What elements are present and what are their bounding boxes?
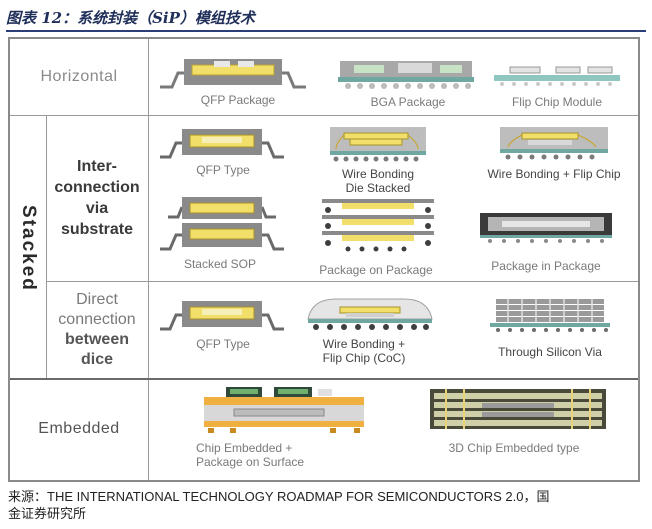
package-on-package-illustration <box>322 199 434 252</box>
caption-package-in-package: Package in Package <box>491 259 601 273</box>
grid-line <box>148 39 149 480</box>
grid-line <box>10 115 638 116</box>
row-label-horizontal: Horizontal <box>40 68 118 85</box>
caption-package-on-package: Package on Package <box>319 263 433 277</box>
stacked-sop-illustration <box>160 197 284 251</box>
caption-wire-bonding-coc: Wire Bonding + Flip Chip (CoC) <box>322 337 406 365</box>
chip-3d-embedded-illustration <box>430 389 606 429</box>
caption-3d-chip-embedded: 3D Chip Embedded type <box>448 441 580 455</box>
sip-technology-table: Horizontal Stacked Inter- connection via… <box>8 37 640 482</box>
caption-through-silicon-via: Through Silicon Via <box>498 345 602 359</box>
qfp-package-illustration <box>160 59 306 89</box>
caption-bga-package: BGA Package <box>370 95 446 109</box>
package-in-package-illustration <box>480 213 612 243</box>
chip-embedded-illustration <box>204 387 364 433</box>
qfp-type-direct-illustration <box>160 301 284 331</box>
caption-chip-embedded: Chip Embedded + Package on Surface <box>196 441 305 469</box>
grid-line <box>46 281 638 282</box>
row-label-direct: Direct connection between dice <box>58 290 136 368</box>
row-label-embedded: Embedded <box>38 420 120 437</box>
row-label-stacked: Stacked <box>18 204 39 292</box>
qfp-type-illustration <box>160 129 284 159</box>
figure-source: 来源：THE INTERNATIONAL TECHNOLOGY ROADMAP … <box>8 489 550 521</box>
grid-line <box>46 115 47 380</box>
grid-line <box>10 378 638 380</box>
through-silicon-via-illustration <box>490 299 610 332</box>
wire-bonding-coc-illustration <box>307 298 433 330</box>
caption-flip-chip-module: Flip Chip Module <box>511 95 603 109</box>
flip-chip-module-illustration <box>494 66 620 86</box>
caption-wire-bonding-die-stacked: Wire Bonding Die Stacked <box>341 167 415 195</box>
caption-qfp-type-2: QFP Type <box>196 337 250 351</box>
caption-qfp-package: QFP Package <box>200 93 276 107</box>
caption-stacked-sop: Stacked SOP <box>183 257 257 271</box>
figure-title: 图表 12：系统封装（SiP）模组技术 <box>6 4 646 32</box>
caption-qfp-type-1: QFP Type <box>196 163 250 177</box>
wire-bonding-flip-chip-illustration <box>500 127 608 160</box>
row-label-interconnect: Inter- connection via substrate <box>54 158 140 238</box>
caption-wire-bonding-flip-chip: Wire Bonding + Flip Chip <box>487 167 621 181</box>
bga-package-illustration <box>338 61 474 89</box>
wire-bonding-die-stacked-illustration <box>330 127 426 162</box>
